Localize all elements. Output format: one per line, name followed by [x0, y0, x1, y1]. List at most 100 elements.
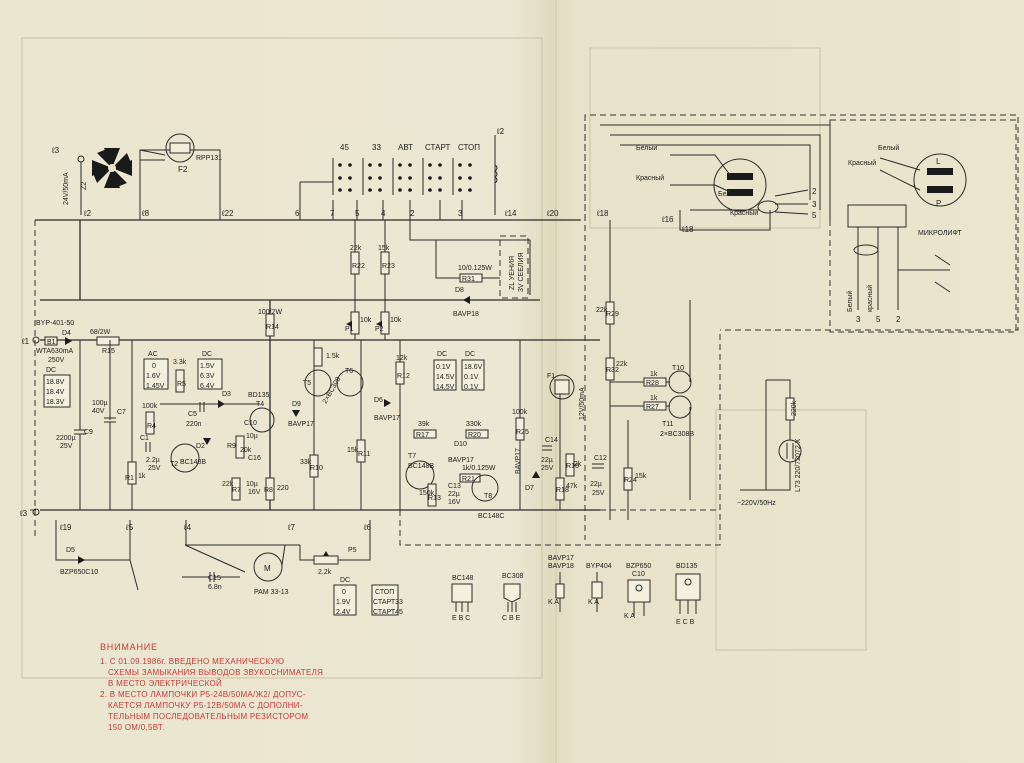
svg-text:R22: R22 [352, 263, 365, 270]
svg-text:BZP650C10: BZP650C10 [60, 569, 98, 576]
svg-text:D5: D5 [66, 547, 75, 554]
svg-text:C9: C9 [84, 429, 93, 436]
svg-text:R1: R1 [125, 475, 134, 482]
svg-text:ℓ16: ℓ16 [661, 215, 674, 224]
svg-text:ℓ2: ℓ2 [496, 127, 505, 136]
svg-text:R14: R14 [266, 324, 279, 331]
svg-text:22k: 22k [616, 361, 628, 368]
svg-text:15k: 15k [347, 447, 359, 454]
svg-text:3: 3 [812, 200, 817, 209]
svg-text:10µ: 10µ [246, 481, 258, 488]
svg-text:BYP-401-50: BYP-401-50 [36, 320, 74, 327]
svg-text:47k: 47k [566, 483, 578, 490]
photoresistor-icon [165, 133, 195, 163]
svg-text:R24: R24 [624, 477, 637, 484]
svg-text:C13: C13 [448, 483, 461, 490]
left-supply: ℓ1 BYP-401-50 D4 B1 WTA630mA 250V 68/2W … [21, 320, 161, 510]
svg-text:R8: R8 [264, 487, 273, 494]
svg-text:C5: C5 [188, 411, 197, 418]
svg-text:F1: F1 [547, 373, 555, 380]
svg-text:T8: T8 [484, 493, 492, 500]
svg-text:R29: R29 [606, 311, 619, 318]
svg-text:BAVP17: BAVP17 [515, 448, 522, 474]
svg-text:BAVP18: BAVP18 [453, 311, 479, 318]
svg-text:1k/0.125W: 1k/0.125W [462, 465, 496, 472]
svg-text:220k: 220k [791, 400, 798, 416]
svg-text:R5: R5 [177, 381, 186, 388]
svg-text:14.5V: 14.5V [436, 384, 455, 391]
svg-text:C B E: C B E [502, 615, 521, 622]
svg-text:39k: 39k [418, 421, 430, 428]
bottom-block: ℓ3 ℓ19 ℓ5 ℓ4 ℓ7 ℓ6 D5 BZP650C10 M PAM 33… [19, 508, 403, 616]
svg-text:L: L [936, 157, 941, 166]
svg-text:T2: T2 [170, 461, 178, 468]
svg-text:2: 2 [410, 209, 415, 218]
svg-text:PAM 33-13: PAM 33-13 [254, 589, 289, 596]
svg-text:C7: C7 [117, 409, 126, 416]
svg-text:Красный: Красный [848, 159, 876, 167]
svg-text:ℓ14: ℓ14 [504, 209, 517, 218]
svg-text:R32: R32 [606, 367, 619, 374]
svg-text:R21: R21 [462, 476, 475, 483]
transistor-t6-icon [336, 369, 364, 397]
svg-text:6: 6 [295, 209, 300, 218]
svg-text:T4: T4 [256, 401, 264, 408]
svg-text:1k: 1k [650, 371, 658, 378]
svg-text:R27: R27 [646, 404, 659, 411]
svg-text:5: 5 [876, 315, 881, 324]
svg-text:ℓ3: ℓ3 [19, 509, 28, 518]
svg-text:18.3V: 18.3V [46, 399, 65, 406]
svg-text:ℓ7: ℓ7 [287, 523, 296, 532]
svg-text:R31: R31 [462, 276, 475, 283]
svg-text:ℓ2: ℓ2 [83, 209, 92, 218]
svg-text:45: 45 [340, 143, 349, 152]
svg-text:R9: R9 [227, 443, 236, 450]
transistor-t5-icon [304, 369, 332, 397]
svg-text:R23: R23 [382, 263, 395, 270]
svg-text:Красный: Красный [636, 174, 664, 182]
svg-text:DC: DC [465, 351, 475, 358]
svg-text:АВТ: АВТ [398, 143, 413, 152]
svg-text:68/2W: 68/2W [90, 329, 111, 336]
svg-text:ℓ6: ℓ6 [363, 523, 372, 532]
notice-line: КАЕТСЯ ЛАМПОЧКУ P5-12В/50МА С ДОПОЛНИ- [108, 701, 303, 710]
svg-text:10k: 10k [360, 317, 372, 324]
svg-text:K A: K A [548, 599, 559, 606]
center-block: 22k R22 15k R23 P1 10k P2 10k D8 BAVP18 … [345, 220, 582, 520]
svg-text:10k: 10k [390, 317, 402, 324]
svg-text:P2: P2 [375, 326, 384, 333]
svg-text:P1: P1 [345, 326, 354, 333]
svg-text:R28: R28 [646, 380, 659, 387]
fan-icon [92, 148, 132, 188]
svg-text:2: 2 [812, 187, 817, 196]
svg-text:Белый: Белый [636, 144, 657, 152]
svg-text:33k: 33k [300, 459, 312, 466]
svg-text:D10: D10 [454, 441, 467, 448]
svg-text:R11: R11 [358, 451, 370, 458]
svg-text:P5: P5 [348, 547, 357, 554]
svg-text:33: 33 [372, 143, 381, 152]
svg-text:Белый: Белый [846, 291, 854, 312]
svg-text:330k: 330k [466, 421, 482, 428]
top-left-block: ℓ3 24V/50mA Z2 RPP131 F2 ℓ2 ℓ8 ℓ22 6 7 5… [51, 133, 609, 220]
svg-text:100k: 100k [142, 403, 158, 410]
svg-text:14.5V: 14.5V [436, 374, 455, 381]
transistor-t8-icon [471, 474, 499, 502]
svg-text:C16: C16 [248, 455, 261, 462]
svg-text:2.2µ: 2.2µ [146, 457, 160, 464]
svg-text:220n: 220n [186, 421, 202, 428]
svg-text:D9: D9 [292, 401, 301, 408]
svg-text:F2: F2 [178, 165, 188, 174]
main-rails [35, 219, 600, 511]
svg-text:ℓ20: ℓ20 [546, 209, 559, 218]
svg-text:C10: C10 [632, 571, 645, 578]
svg-text:22k: 22k [222, 481, 234, 488]
svg-text:0: 0 [342, 589, 346, 596]
svg-text:40V: 40V [92, 408, 105, 415]
svg-text:C14: C14 [545, 437, 558, 444]
svg-text:R25: R25 [516, 429, 529, 436]
svg-text:150k: 150k [419, 490, 435, 497]
svg-text:BYP404: BYP404 [586, 563, 612, 570]
svg-text:0.1V: 0.1V [464, 384, 479, 391]
